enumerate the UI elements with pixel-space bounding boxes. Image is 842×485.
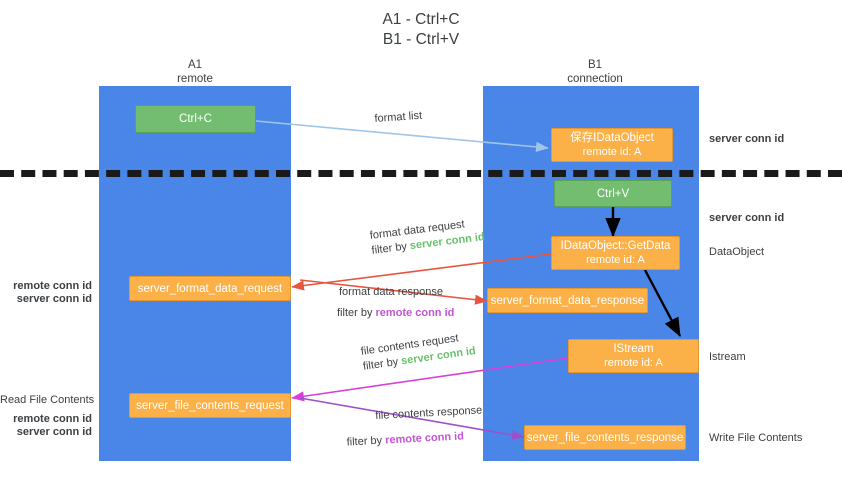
- left-label-remote-conn-id-mid: remote conn id: [13, 280, 92, 292]
- node-server-file-contents-response-label: server_file_contents_response: [526, 431, 684, 444]
- column-header-b1-sub: connection: [567, 73, 623, 85]
- filter-prefix: filter by: [362, 355, 403, 373]
- node-server-format-data-request-label: server_format_data_request: [137, 282, 283, 295]
- node-server-file-contents-request-label: server_file_contents_request: [136, 399, 284, 412]
- edge-label-file-contents-response: file contents response filter by remote …: [346, 403, 484, 449]
- right-label-istream: Istream: [709, 351, 746, 363]
- filter-key-remote-conn-id: remote conn id: [375, 307, 455, 319]
- node-ctrl-c-label: Ctrl+C: [179, 113, 212, 125]
- node-server-file-contents-response[interactable]: server_file_contents_response: [524, 425, 686, 450]
- left-label-remote-conn-id-bottom: remote conn id: [13, 413, 92, 425]
- edge-label-file-contents-request: file contents request filter by server c…: [360, 329, 477, 375]
- node-istream-remote-id: remote id: A: [604, 357, 663, 369]
- edge-label-format-data-response-filter: filter by remote conn id: [337, 306, 454, 321]
- filter-prefix: filter by: [337, 307, 376, 319]
- edge-label-format-data-request: format data request filter by server con…: [369, 215, 486, 259]
- left-label-server-conn-id-mid: server conn id: [16, 293, 92, 305]
- node-server-format-data-request[interactable]: server_format_data_request: [129, 276, 291, 301]
- node-save-idataobject-remote-id: remote id: A: [582, 146, 642, 158]
- edge-label-file-contents-response-filter: filter by remote conn id: [346, 428, 484, 450]
- column-header-b1-name: B1: [587, 59, 603, 71]
- edge-label-file-contents-response-text: file contents response: [375, 404, 483, 422]
- right-label-server-conn-id-top: server conn id: [709, 133, 785, 145]
- right-label-write-file-contents: Write File Contents: [709, 432, 803, 444]
- node-idataobject-getdata-remote-id: remote id: A: [586, 254, 645, 266]
- column-header-b1: B1 connection: [540, 58, 650, 86]
- edge-label-format-list-text: format list: [374, 109, 423, 125]
- node-istream-label: IStream: [613, 343, 654, 355]
- diagram-title: A1 - Ctrl+C B1 - Ctrl+V: [0, 10, 842, 50]
- edge-label-format-data-response: format data response filter by remote co…: [337, 285, 454, 321]
- node-save-idataobject[interactable]: 保存IDataObject remote id: A: [551, 128, 673, 162]
- column-header-a1: A1 remote: [140, 58, 250, 86]
- right-label-dataobject: DataObject: [709, 246, 765, 258]
- title-line-1: A1 - Ctrl+C: [382, 11, 460, 28]
- node-server-file-contents-request[interactable]: server_file_contents_request: [129, 393, 291, 418]
- column-header-a1-sub: remote: [177, 73, 213, 85]
- column-header-a1-name: A1: [187, 59, 203, 71]
- edge-label-format-data-response-text: format data response: [339, 286, 443, 298]
- left-label-read-file-contents: Read File Contents: [0, 394, 95, 406]
- phase-divider: [0, 170, 842, 177]
- edge-label-format-list: format list: [374, 109, 423, 127]
- node-idataobject-getdata[interactable]: IDataObject::GetData remote id: A: [551, 236, 680, 270]
- right-label-server-conn-id-second: server conn id: [709, 212, 785, 224]
- node-idataobject-getdata-label: IDataObject::GetData: [560, 240, 671, 252]
- node-server-format-data-response[interactable]: server_format_data_response: [487, 288, 648, 313]
- node-server-format-data-response-label: server_format_data_response: [490, 294, 645, 307]
- node-ctrl-c[interactable]: Ctrl+C: [135, 105, 256, 133]
- filter-prefix: filter by: [370, 240, 411, 257]
- filter-key-remote-conn-id: remote conn id: [384, 430, 465, 447]
- filter-prefix: filter by: [346, 434, 386, 449]
- node-ctrl-v-label: Ctrl+V: [596, 187, 630, 200]
- node-ctrl-v[interactable]: Ctrl+V: [554, 180, 672, 207]
- node-istream[interactable]: IStream remote id: A: [568, 339, 699, 373]
- left-label-server-conn-id-bottom: server conn id: [16, 426, 92, 438]
- title-line-2: B1 - Ctrl+V: [382, 31, 460, 48]
- node-save-idataobject-label: 保存IDataObject: [570, 132, 654, 144]
